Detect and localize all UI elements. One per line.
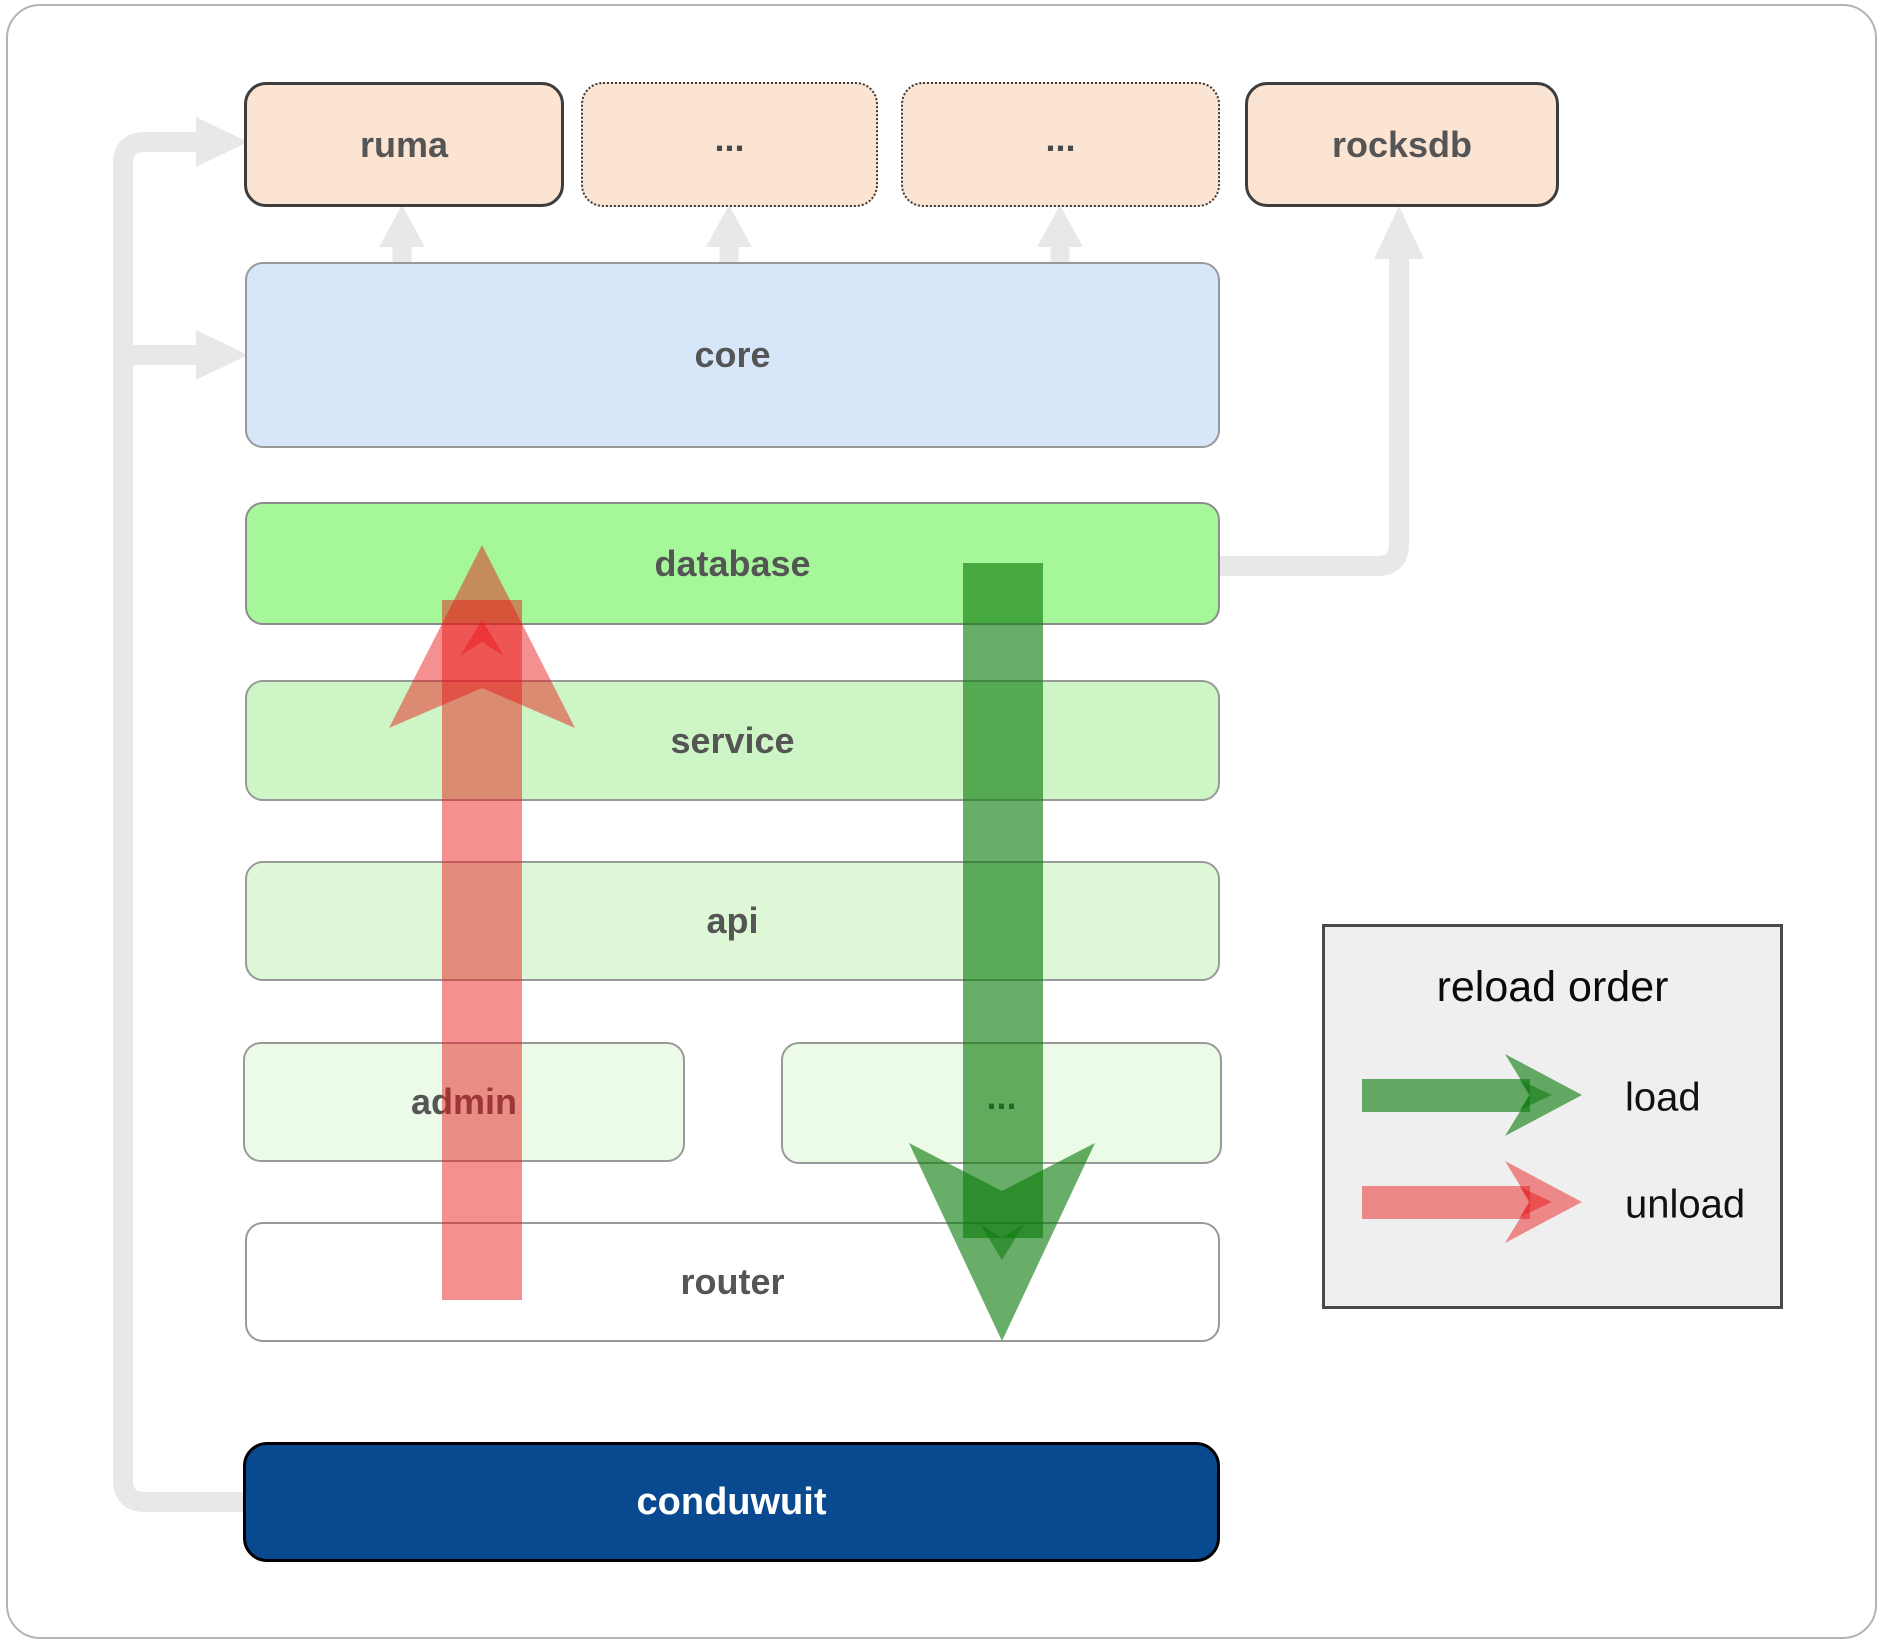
conduwuit-to-core-connector	[123, 330, 248, 380]
arrowhead-to-core-icon	[196, 330, 248, 380]
node-ellipsis-top-left-label: ...	[714, 117, 745, 159]
node-api-label: api	[706, 900, 759, 941]
node-ellipsis-admin: ...	[781, 1042, 1222, 1164]
legend-unload-label: unload	[1625, 1182, 1746, 1227]
node-router: router	[245, 1222, 1220, 1342]
node-ellipsis-top-right: ...	[901, 82, 1220, 207]
node-core-label: core	[694, 334, 771, 375]
conduwuit-to-ruma-connector	[113, 117, 248, 1512]
node-database: database	[245, 502, 1220, 625]
node-core: core	[245, 262, 1220, 448]
node-router-label: router	[680, 1261, 785, 1302]
node-conduwuit: conduwuit	[243, 1442, 1220, 1562]
node-ruma-label: ruma	[359, 123, 449, 165]
node-ellipsis-top-left: ...	[581, 82, 878, 207]
node-ruma: ruma	[244, 82, 564, 207]
node-api: api	[245, 861, 1220, 981]
arrowhead-to-rocksdb-icon	[1374, 206, 1424, 259]
database-to-rocksdb-connector	[1220, 206, 1424, 576]
node-rocksdb-label: rocksdb	[1331, 123, 1473, 165]
node-rocksdb: rocksdb	[1245, 82, 1559, 207]
node-conduwuit-label: conduwuit	[636, 1480, 827, 1523]
node-admin: admin	[243, 1042, 685, 1162]
node-ellipsis-top-right-label: ...	[1045, 117, 1076, 159]
core-to-ruma-arrow	[379, 205, 425, 262]
node-service: service	[245, 680, 1220, 801]
node-database-label: database	[654, 542, 811, 584]
core-to-ellipsis-left-arrow	[706, 205, 752, 262]
node-admin-label: admin	[410, 1081, 517, 1122]
node-service-label: service	[670, 719, 795, 761]
core-to-ellipsis-right-arrow	[1037, 205, 1083, 262]
node-ellipsis-admin-label: ...	[986, 1076, 1017, 1117]
legend-load-label: load	[1625, 1075, 1701, 1120]
legend-title: reload order	[1436, 963, 1669, 1011]
legend-panel: reload order load unload	[1322, 924, 1783, 1309]
arrowhead-to-ruma-icon	[196, 117, 248, 167]
